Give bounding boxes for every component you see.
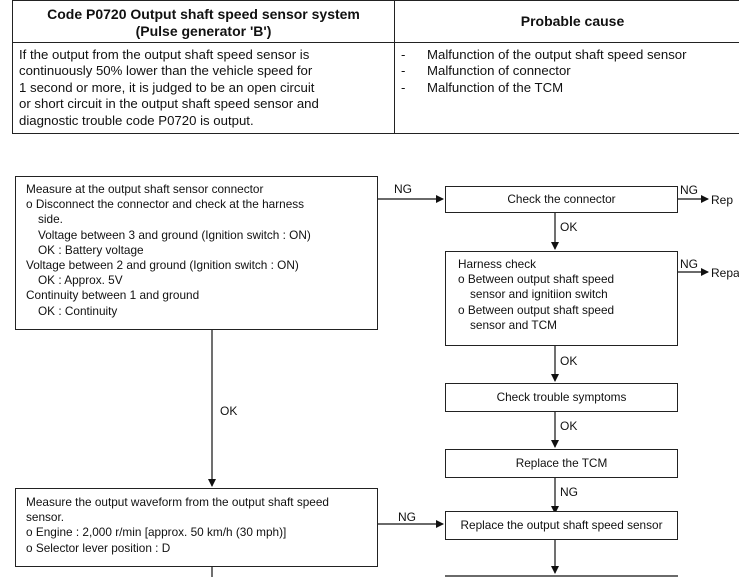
cause-dash: -: [401, 79, 406, 95]
measure-waveform-box: Measure the output waveform from the out…: [15, 488, 378, 567]
replace-sensor-box: Replace the output shaft speed sensor: [445, 511, 678, 540]
code-header: Code P0720 Output shaft speed sensor sys…: [12, 0, 395, 43]
step-line: o Between output shaft speed: [458, 302, 615, 317]
code-header-line1: Code P0720 Output shaft speed sensor sys…: [47, 6, 360, 22]
step-line: OK : Continuity: [38, 303, 118, 318]
check-symptoms-box: Check trouble symptoms: [445, 383, 678, 412]
ng-label: NG: [398, 510, 416, 524]
check-symptoms-label: Check trouble symptoms: [496, 389, 627, 404]
step-line: Measure at the output shaft sensor conne…: [26, 182, 264, 196]
step-line: Continuity between 1 and ground: [26, 288, 200, 303]
replace-sensor-label: Replace the output shaft speed sensor: [460, 517, 663, 532]
check-connector-box: Check the connector: [445, 186, 678, 213]
step-line: OK : Approx. 5V: [38, 273, 123, 288]
step-line: sensor and ignitiion switch: [470, 287, 608, 302]
step-line: sensor and TCM: [470, 317, 557, 332]
step-line: o Between output shaft speed: [458, 272, 615, 287]
cause-dash: -: [401, 47, 406, 62]
ng-label: NG: [680, 183, 698, 197]
ok-label: OK: [560, 220, 578, 234]
repair-cut-label: Repa: [711, 266, 739, 280]
step-line: o Selector lever position : D: [26, 540, 171, 555]
step-line: Voltage between 2 and ground (Ignition s…: [26, 258, 299, 273]
probable-cause-header: Probable cause: [394, 0, 739, 43]
step-line: Harness check: [458, 257, 537, 271]
description-line: continuously 50% lower than the vehicle …: [19, 63, 313, 79]
harness-check-box: Harness check o Between output shaft spe…: [445, 251, 678, 346]
code-header-line2: (Pulse generator 'B'): [135, 23, 272, 39]
ok-label: OK: [220, 404, 238, 418]
ok-label: OK: [560, 419, 578, 433]
cause-text: Malfunction of the TCM: [427, 79, 564, 95]
cause-dash: -: [401, 63, 406, 79]
step-line: sensor.: [26, 510, 65, 525]
ok-label: OK: [560, 354, 578, 368]
code-description: If the output from the output shaft spee…: [12, 41, 395, 135]
probable-causes: - Malfunction of the output shaft speed …: [394, 41, 739, 135]
step-line: Measure the output waveform from the out…: [26, 495, 329, 509]
cause-item: - Malfunction of the output shaft speed …: [401, 47, 739, 63]
cause-text: Malfunction of connector: [427, 63, 571, 79]
description-line: or short circuit in the output shaft spe…: [19, 96, 319, 112]
step-line: OK : Battery voltage: [38, 242, 144, 257]
repair-cut-label: Rep: [711, 193, 734, 207]
description-line: If the output from the output shaft spee…: [19, 47, 310, 62]
diagnostic-code-table: Code P0720 Output shaft speed sensor sys…: [12, 0, 739, 135]
step-line: Voltage between 3 and ground (Ignition s…: [38, 227, 311, 242]
step-line: o Disconnect the connector and check at …: [26, 197, 305, 212]
cause-text: Malfunction of the output shaft speed se…: [427, 47, 687, 62]
cause-item: - Malfunction of the TCM: [401, 80, 739, 96]
ng-label: NG: [394, 182, 412, 196]
ng-label: NG: [680, 257, 698, 271]
replace-tcm-box: Replace the TCM: [445, 449, 678, 478]
step-line: side.: [38, 212, 63, 227]
description-line: 1 second or more, it is judged to be an …: [19, 79, 315, 95]
replace-tcm-label: Replace the TCM: [515, 455, 608, 470]
step-line: o Engine : 2,000 r/min [approx. 50 km/h …: [26, 525, 287, 540]
check-connector-label: Check the connector: [507, 191, 616, 206]
description-line: diagnostic trouble code P0720 is output.: [19, 112, 254, 128]
ng-label: NG: [560, 485, 578, 499]
measure-connector-box: Measure at the output shaft sensor conne…: [15, 176, 378, 330]
cause-item: - Malfunction of connector: [401, 63, 739, 79]
